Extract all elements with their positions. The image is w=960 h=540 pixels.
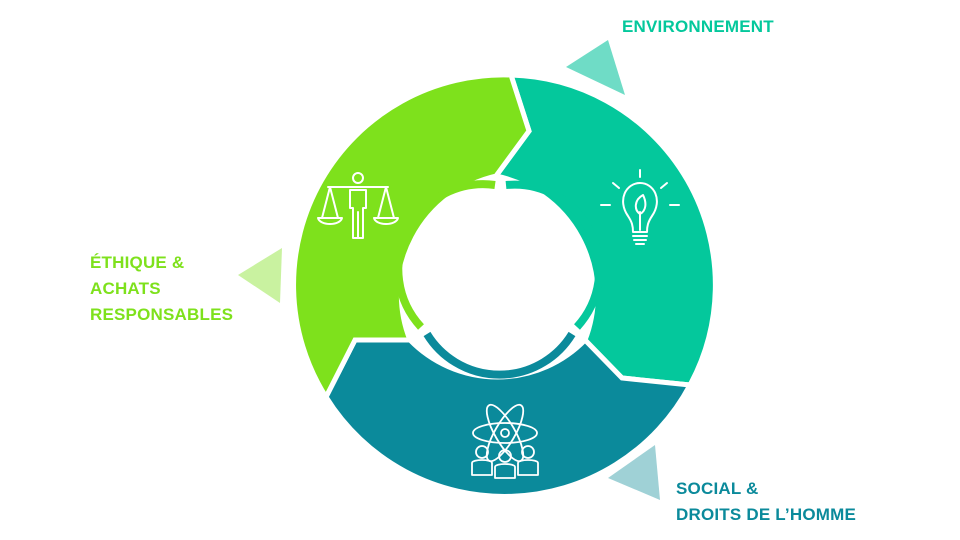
environment-label: ENVIRONNEMENT — [622, 14, 774, 40]
ethics-label-line-2: ACHATS — [90, 279, 161, 298]
people-network-icon — [471, 403, 539, 479]
ethics-inner-arc — [394, 180, 496, 330]
social-label-line-2: DROITS DE L’HOMME — [676, 505, 857, 524]
ethics-segment — [291, 72, 532, 403]
social-inner-arc — [423, 331, 576, 379]
lightbulb-leaf-icon — [600, 169, 680, 245]
social-label: SOCIAL & DROITS DE L’HOMME — [676, 476, 856, 528]
environment-segment — [491, 72, 718, 388]
social-label-line-1: SOCIAL & — [676, 479, 759, 498]
social-pointer — [608, 445, 660, 500]
environment-inner-arc — [505, 180, 604, 330]
ethics-label: ÉTHIQUE & ACHATS RESPONSABLES — [90, 250, 233, 328]
scales-justice-icon — [317, 172, 399, 239]
ethics-label-line-1: ÉTHIQUE & — [90, 253, 185, 272]
ethics-pointer — [238, 248, 282, 303]
ethics-label-line-3: RESPONSABLES — [90, 305, 234, 324]
environment-pointer — [566, 40, 625, 95]
environment-label-line: ENVIRONNEMENT — [622, 17, 774, 36]
